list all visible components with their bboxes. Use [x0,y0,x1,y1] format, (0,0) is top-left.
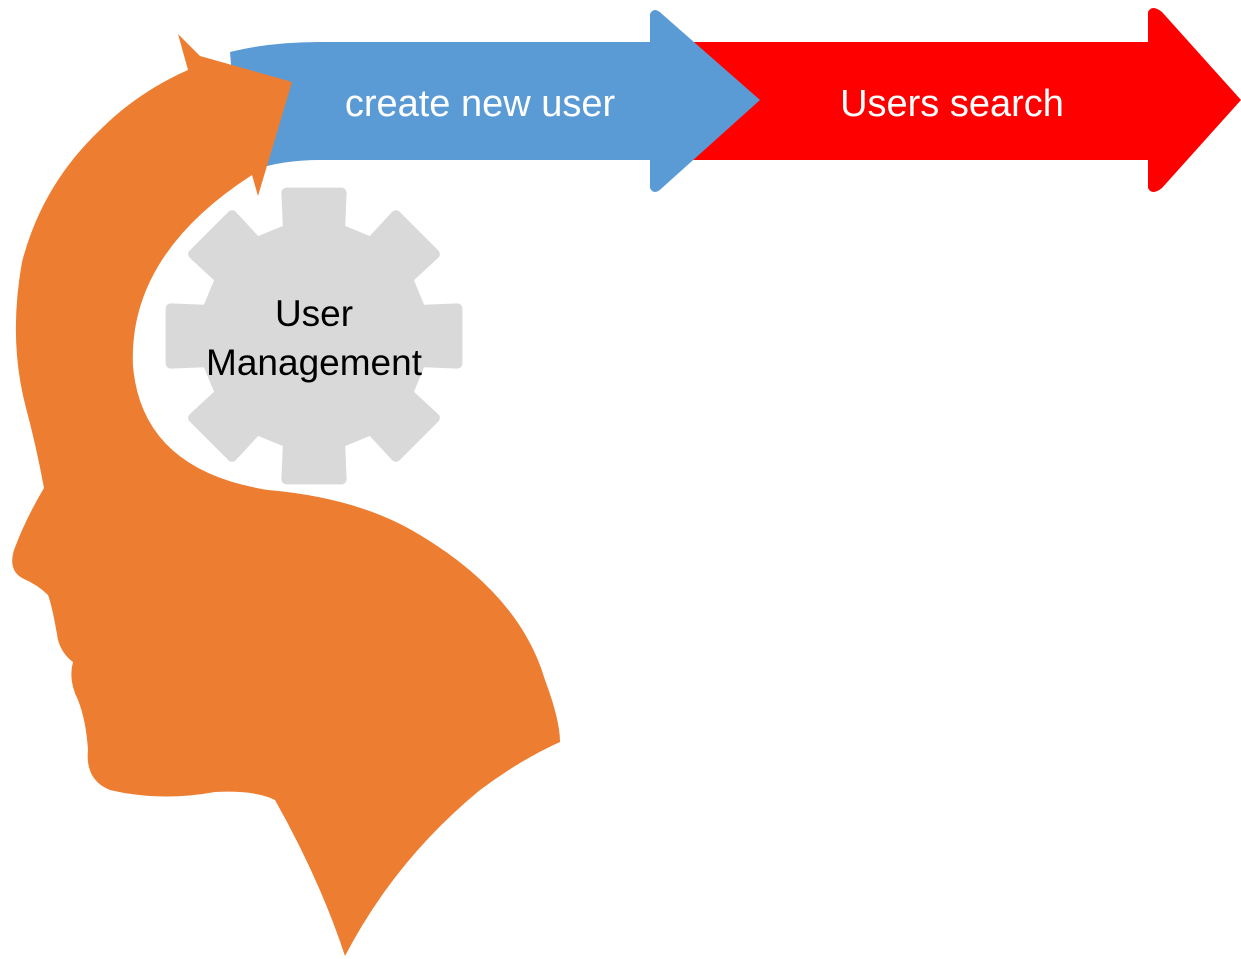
hub-label-line1: User [275,293,353,334]
users-search-label: Users search [840,83,1064,125]
gear-icon [165,187,463,485]
users-search-arrow [640,8,1241,192]
human-head-profile-icon [12,34,560,956]
user-management-hub: User Management [165,187,463,485]
create-new-user-arrow [230,10,760,192]
create-new-user-label: create new user [345,83,616,125]
hub-label-line2: Management [206,342,423,383]
head-silhouette [12,34,560,956]
create-new-user-step: create new user [230,10,760,192]
users-search-step: Users search [640,8,1241,192]
